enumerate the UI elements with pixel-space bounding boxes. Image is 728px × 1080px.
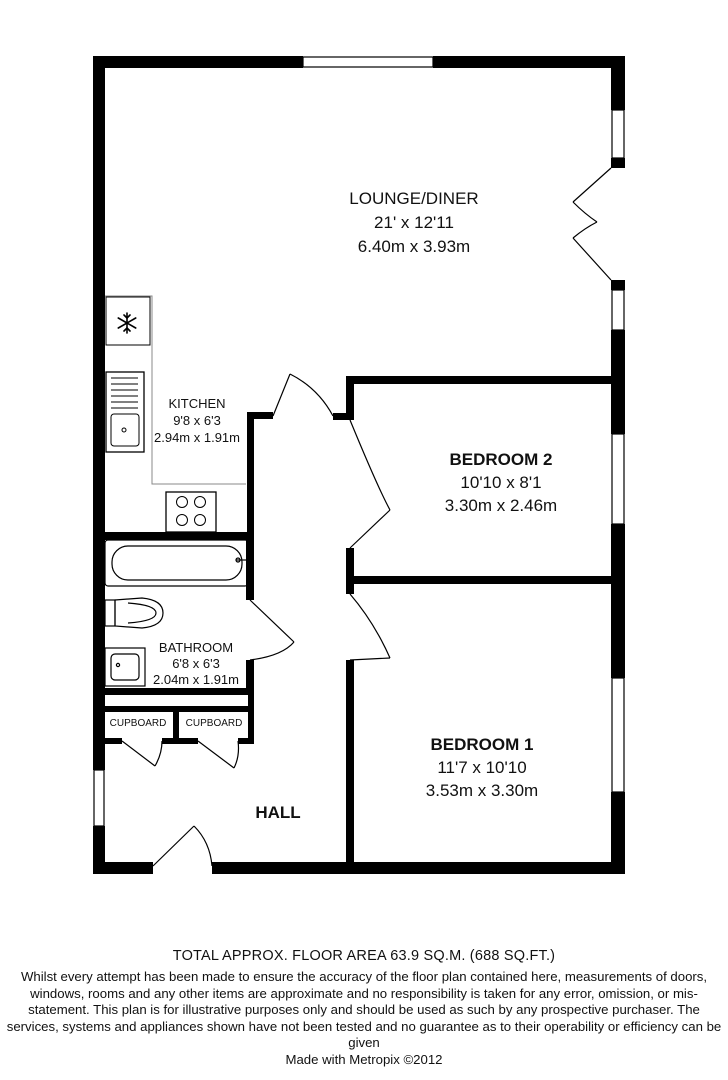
windows [93, 56, 625, 827]
kitchen-fittings [105, 295, 246, 533]
window-lounge-right-2 [611, 289, 625, 331]
bathroom-fittings [104, 539, 249, 687]
toilet-cistern [104, 599, 116, 627]
bathroom-name: BATHROOM [159, 640, 233, 655]
bathroom-metric: 2.04m x 1.91m [153, 672, 239, 687]
hall-name: HALL [255, 803, 300, 822]
cupboard1-name: CUPBOARD [110, 718, 167, 729]
kitchen-metric: 2.94m x 1.91m [154, 430, 240, 445]
floor-plan: LOUNGE/DINER 21' x 12'11 6.40m x 3.93m K… [93, 56, 625, 874]
lounge-name: LOUNGE/DINER [349, 189, 478, 208]
toilet-bowl [114, 597, 164, 629]
lounge-metric: 6.40m x 3.93m [358, 237, 470, 256]
window-hall-left [93, 769, 105, 827]
window-bedroom1 [611, 677, 625, 793]
window-lounge-right-1 [611, 109, 625, 159]
total-floor-area: TOTAL APPROX. FLOOR AREA 63.9 SQ.M. (688… [172, 948, 556, 964]
footer: TOTAL APPROX. FLOOR AREA 63.9 SQ.M. (688… [0, 946, 728, 1069]
bathtub [104, 539, 249, 587]
bedroom2-imperial: 10'10 x 8'1 [460, 473, 541, 492]
bedroom1-metric: 3.53m x 3.30m [426, 781, 538, 800]
doors [121, 373, 391, 867]
french-doors [572, 167, 612, 281]
bedroom1-name: BEDROOM 1 [431, 735, 534, 754]
kitchen-name: KITCHEN [168, 396, 225, 411]
kitchen-imperial: 9'8 x 6'3 [173, 413, 221, 428]
window-top [302, 56, 434, 68]
interior-walls [102, 376, 625, 874]
bedroom2-name: BEDROOM 2 [450, 450, 553, 469]
disclaimer-text: Whilst every attempt has been made to en… [6, 969, 722, 1051]
bedroom2-metric: 3.30m x 2.46m [445, 496, 557, 515]
cupboard2-name: CUPBOARD [186, 718, 243, 729]
room-labels: LOUNGE/DINER 21' x 12'11 6.40m x 3.93m K… [110, 189, 558, 822]
lounge-imperial: 21' x 12'11 [374, 213, 454, 232]
basin [104, 647, 146, 687]
credit-text: Made with Metropix ©2012 [285, 1051, 443, 1067]
bathroom-imperial: 6'8 x 6'3 [172, 656, 220, 671]
snowflake-icon [117, 312, 137, 334]
window-bedroom2 [611, 433, 625, 525]
bedroom1-imperial: 11'7 x 10'10 [437, 758, 526, 777]
